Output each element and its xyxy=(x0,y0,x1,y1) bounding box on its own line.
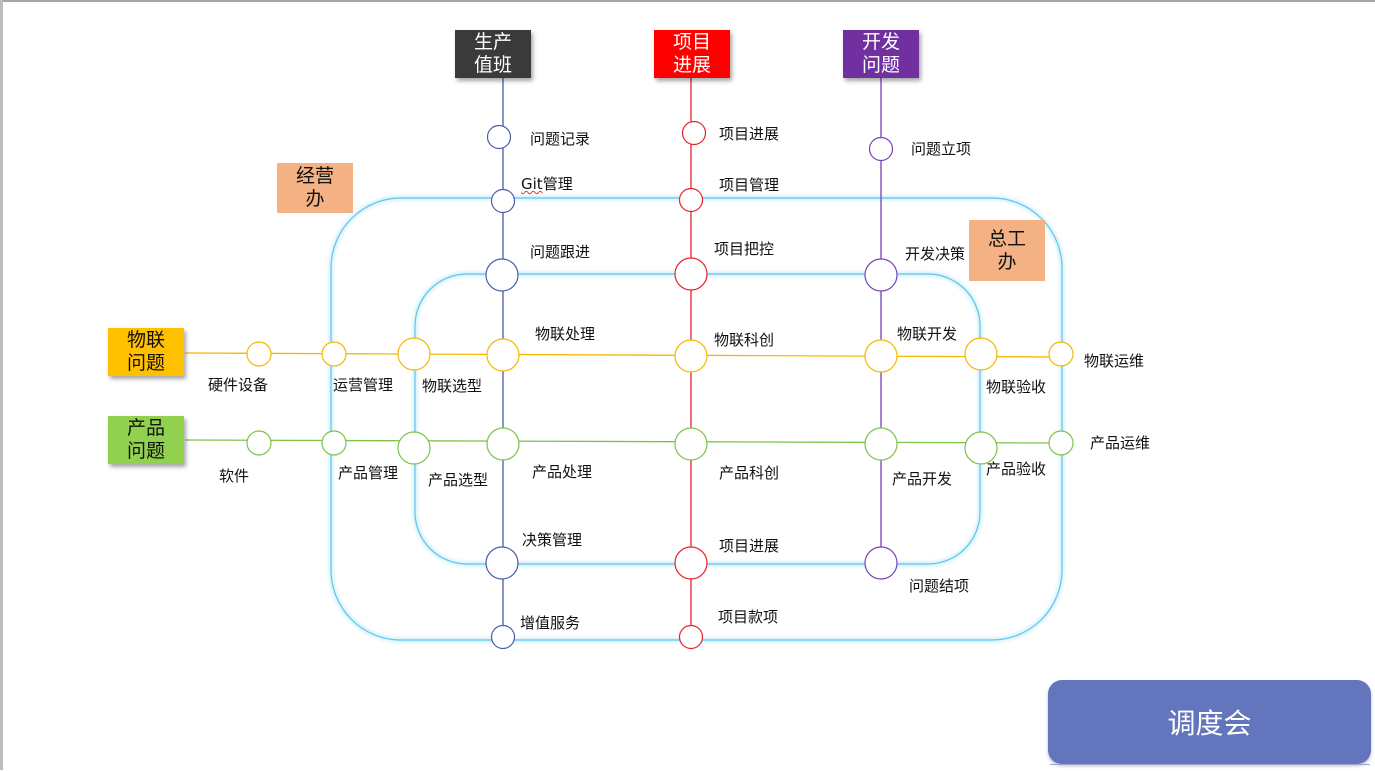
product-line xyxy=(184,439,1062,444)
station-wulian-yunwei xyxy=(1048,341,1074,367)
station-wenti-genjin xyxy=(485,258,519,292)
station-wenti-jilu xyxy=(486,124,512,150)
station-xiangmu-bakong xyxy=(674,257,708,291)
station-chanpin-yunwei xyxy=(1048,430,1074,456)
line-box-iot: 物联问题 xyxy=(108,328,184,376)
line-box-production: 生产值班 xyxy=(455,30,531,78)
station-yingjian-shebei xyxy=(246,341,272,367)
station-chanpin-guanli xyxy=(321,430,347,456)
line-box-production-line2: 值班 xyxy=(473,54,512,76)
station-chanpin-kechuang xyxy=(674,427,708,461)
station-xiangmu-guanli xyxy=(678,187,704,213)
label-wulian-yunwei: 物联运维 xyxy=(1084,352,1145,370)
office-business-line1: 经营 xyxy=(295,165,334,187)
station-zengzhi-fuwu xyxy=(490,624,516,650)
dispatch-meeting-shadow xyxy=(1050,764,1370,771)
iot-line xyxy=(184,352,1062,358)
station-chanpin-xuanxing xyxy=(397,431,431,465)
line-box-production-line1: 生产 xyxy=(473,31,512,53)
label-wenti-genjin: 问题跟进 xyxy=(530,243,591,261)
label-wulian-kaifa: 物联开发 xyxy=(897,325,958,343)
dispatch-meeting-button[interactable]: 调度会 xyxy=(1048,680,1371,764)
station-ruanjian xyxy=(246,430,272,456)
line-box-iot-line1: 物联 xyxy=(126,329,165,351)
label-wenti-lixiang: 问题立项 xyxy=(911,140,972,158)
office-chief-line1: 总工 xyxy=(987,227,1026,250)
label-wulian-kechuang: 物联科创 xyxy=(714,331,775,349)
label-chanpin-yanshou: 产品验收 xyxy=(986,460,1047,478)
station-wulian-yanshou xyxy=(964,337,998,371)
office-box-chief-engineer: 总工办 xyxy=(969,220,1045,281)
label-wulian-xuanxing: 物联选型 xyxy=(422,377,483,395)
label-chanpin-kaifa: 产品开发 xyxy=(892,470,953,488)
label-git-guanli: Git管理 xyxy=(521,175,573,193)
label-wulian-chuli: 物联处理 xyxy=(535,325,596,343)
label-zengzhi-fuwu: 增值服务 xyxy=(520,614,581,632)
window-top-border xyxy=(0,0,1375,2)
window-left-border xyxy=(0,0,3,770)
office-box-business: 经营办 xyxy=(277,163,353,213)
station-chanpin-chuli xyxy=(486,427,520,461)
line-box-project-line1: 项目 xyxy=(672,31,711,53)
line-box-dev-line2: 问题 xyxy=(861,54,900,76)
label-juece-guanli: 决策管理 xyxy=(522,531,583,549)
station-wulian-chuli xyxy=(486,338,520,372)
station-xiangmu-jinzhan-top xyxy=(681,120,707,146)
line-box-product: 产品问题 xyxy=(108,416,184,464)
label-kaifa-juece: 开发决策 xyxy=(905,245,966,263)
label-yingjian-shebei: 硬件设备 xyxy=(208,376,269,394)
label-chanpin-chuli: 产品处理 xyxy=(532,463,593,481)
station-kaifa-juece xyxy=(864,258,898,292)
station-wenti-lixiang xyxy=(868,136,894,162)
label-xiangmu-jinzhan-bottom: 项目进展 xyxy=(719,537,780,555)
line-box-project-line2: 进展 xyxy=(672,54,711,76)
label-xiangmu-kuanxiang: 项目款项 xyxy=(718,608,779,626)
station-juece-guanli xyxy=(485,546,519,580)
inner-loop xyxy=(414,273,981,565)
label-git-prefix: Git xyxy=(521,175,543,193)
station-chanpin-yanshou xyxy=(964,431,998,465)
station-git-guanli xyxy=(490,188,516,214)
office-business-line2: 办 xyxy=(305,188,325,210)
label-ruanjian: 软件 xyxy=(219,467,250,485)
line-box-project: 项目进展 xyxy=(654,30,730,78)
label-xiangmu-guanli: 项目管理 xyxy=(719,176,780,194)
line-box-product-line1: 产品 xyxy=(126,417,165,439)
station-wenti-jiexiang xyxy=(864,546,898,580)
line-box-dev: 开发问题 xyxy=(843,30,919,78)
station-yunying-guanli xyxy=(321,341,347,367)
label-chanpin-xuanxing: 产品选型 xyxy=(428,471,489,489)
label-wenti-jilu: 问题记录 xyxy=(530,130,591,148)
inner-loop-glow xyxy=(412,271,983,567)
office-chief-line2: 办 xyxy=(997,250,1017,273)
station-xiangmu-kuanxiang xyxy=(678,624,704,650)
label-wenti-jiexiang: 问题结项 xyxy=(909,577,970,595)
line-box-dev-line1: 开发 xyxy=(861,31,900,53)
label-chanpin-guanli: 产品管理 xyxy=(338,464,399,482)
label-wulian-yanshou: 物联验收 xyxy=(986,378,1047,396)
label-chanpin-yunwei: 产品运维 xyxy=(1090,434,1151,452)
station-chanpin-kaifa xyxy=(864,427,898,461)
station-xiangmu-jinzhan-bottom xyxy=(674,546,708,580)
line-box-iot-line2: 问题 xyxy=(126,352,165,374)
label-chanpin-kechuang: 产品科创 xyxy=(719,464,780,482)
line-box-product-line2: 问题 xyxy=(126,440,165,462)
station-wulian-kaifa xyxy=(864,339,898,373)
label-yunying-guanli: 运营管理 xyxy=(333,376,394,394)
label-xiangmu-jinzhan-top: 项目进展 xyxy=(719,125,780,143)
station-wulian-kechuang xyxy=(674,339,708,373)
label-git-suffix: 管理 xyxy=(542,175,573,193)
station-wulian-xuanxing xyxy=(397,337,431,371)
label-xiangmu-bakong: 项目把控 xyxy=(714,240,775,258)
